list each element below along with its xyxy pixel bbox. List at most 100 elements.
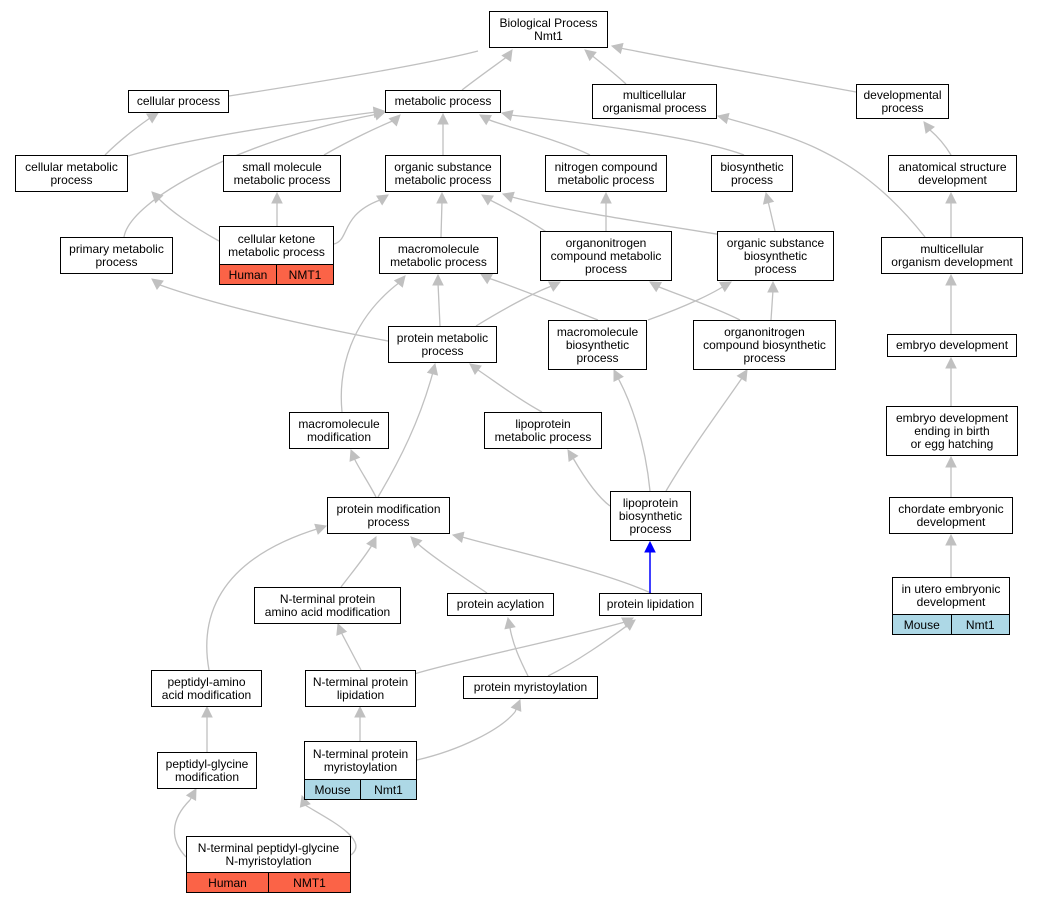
node-label: organic substance metabolic process (394, 159, 492, 187)
arrowhead (945, 273, 957, 286)
node-label: N-terminal protein amino acid modificati… (264, 591, 391, 619)
arrowhead (945, 455, 957, 468)
arrowhead (613, 369, 624, 382)
node-organic-substance-metabolic-process[interactable]: organic substance metabolic process (385, 155, 501, 192)
edge (440, 200, 443, 238)
node-multicellular-organism-development[interactable]: multicellular organism development (881, 237, 1023, 274)
arrowhead (736, 369, 748, 382)
arrowhead (945, 356, 957, 369)
arrowhead (480, 273, 493, 285)
node-lipoprotein-metabolic-process[interactable]: lipoprotein metabolic process (484, 412, 602, 449)
node-embryo-development-ending[interactable]: embryo development ending in birth or eg… (886, 406, 1018, 456)
node-developmental-process[interactable]: developmental process (856, 84, 949, 119)
node-anatomical-structure-development[interactable]: anatomical structure development (888, 155, 1017, 192)
edge (340, 544, 373, 588)
arrowhead (146, 112, 159, 124)
node-protein-modification-process[interactable]: protein modification process (327, 497, 450, 534)
edge (725, 117, 926, 238)
edge (354, 459, 377, 498)
arrowhead (469, 363, 482, 375)
arrowhead (388, 114, 401, 127)
arrowhead (437, 112, 449, 125)
arrowhead (501, 191, 515, 203)
edge (437, 282, 441, 327)
node-label: multicellular organismal process (602, 87, 707, 115)
node-peptidyl-glycine-modification[interactable]: peptidyl-glycine modification (157, 752, 257, 789)
node-cellular-process[interactable]: cellular process (128, 90, 229, 113)
edge (477, 369, 543, 413)
node-macromolecule-modification[interactable]: macromolecule modification (289, 412, 389, 449)
node-lipoprotein-biosynthetic-process[interactable]: lipoprotein biosynthetic process (610, 491, 691, 541)
edge (416, 542, 488, 594)
node-label: macromolecule modification (298, 416, 380, 444)
gene-tag: Nmt1 (360, 780, 416, 799)
node-macromolecule-biosynthetic-process[interactable]: macromolecule biosynthetic process (548, 320, 647, 370)
edge (104, 117, 151, 156)
arrowhead (314, 523, 328, 535)
arrowhead (354, 705, 366, 718)
edge (619, 47, 857, 93)
node-peptidyl-amino-acid-modification[interactable]: peptidyl-amino acid modification (151, 670, 262, 707)
arrowhead (336, 622, 348, 636)
node-protein-metabolic-process[interactable]: protein metabolic process (388, 326, 497, 363)
node-protein-myristoylation[interactable]: protein myristoylation (463, 676, 598, 699)
node-n-terminal-peptidyl-glycine-n-myristoylation[interactable]: N-terminal peptidyl-glycine N-myristoyla… (186, 836, 351, 893)
species-tag: Mouse (314, 782, 351, 797)
node-root[interactable]: Biological Process Nmt1 (489, 11, 608, 48)
node-label: lipoprotein biosynthetic process (618, 495, 683, 536)
edge (589, 53, 627, 85)
species-tag: Human (208, 875, 247, 890)
arrowhead (410, 536, 423, 549)
node-metabolic-process[interactable]: metabolic process (385, 90, 501, 113)
node-organonitrogen-compound-biosynthetic-process[interactable]: organonitrogen compound biosynthetic pro… (693, 320, 836, 370)
arrowhead (644, 540, 656, 553)
node-organonitrogen-compound-metabolic-process[interactable]: organonitrogen compound metabolic proces… (540, 231, 672, 281)
node-biosynthetic-process[interactable]: biosynthetic process (711, 155, 793, 192)
arrowhead (479, 114, 492, 126)
node-label: peptidyl-amino acid modification (161, 674, 252, 702)
node-nitrogen-compound-metabolic-process[interactable]: nitrogen compound metabolic process (545, 155, 667, 192)
node-cellular-metabolic-process[interactable]: cellular metabolic process (15, 155, 128, 192)
edge (416, 711, 516, 761)
arrowhead (451, 531, 465, 543)
node-multicellular-organismal-process[interactable]: multicellular organismal process (592, 84, 717, 119)
species-tag: Mouse (903, 617, 940, 632)
edge (929, 129, 952, 156)
edge (767, 200, 776, 232)
arrowhead (504, 616, 516, 630)
arrowhead (432, 273, 444, 286)
node-embryo-development[interactable]: embryo development (887, 334, 1017, 357)
node-small-molecule-metabolic-process[interactable]: small molecule metabolic process (223, 155, 341, 192)
node-macromolecule-metabolic-process[interactable]: macromolecule metabolic process (379, 237, 498, 274)
arrowhead (366, 536, 377, 549)
edge (509, 114, 745, 156)
edge (547, 624, 629, 677)
edge (228, 50, 479, 97)
edge (647, 285, 725, 321)
node-chordate-embryonic-development[interactable]: chordate embryonic development (889, 497, 1013, 534)
edge (340, 631, 362, 671)
node-organic-substance-biosynthetic-process[interactable]: organic substance biosynthetic process (717, 231, 834, 281)
node-label: multicellular organism development (891, 241, 1013, 269)
node-n-terminal-protein-amino-acid-modification[interactable]: N-terminal protein amino acid modificati… (254, 587, 401, 624)
node-label: organonitrogen compound biosynthetic pro… (703, 324, 826, 365)
node-label: lipoprotein metabolic process (494, 416, 592, 444)
arrowhead (923, 121, 935, 134)
node-protein-acylation[interactable]: protein acylation (447, 593, 554, 616)
edge (127, 111, 377, 157)
node-protein-lipidation[interactable]: protein lipidation (599, 593, 702, 616)
node-n-terminal-protein-lipidation[interactable]: N-terminal protein lipidation (305, 670, 416, 707)
species-gene-tags: Mouse Nmt1 (305, 779, 416, 799)
arrowhead (376, 194, 389, 206)
node-label: protein lipidation (606, 597, 695, 611)
arrowhead (426, 362, 439, 376)
node-primary-metabolic-process[interactable]: primary metabolic process (60, 237, 173, 274)
edge (323, 119, 396, 156)
arrowhead (719, 281, 732, 293)
node-label: protein metabolic process (396, 330, 489, 358)
node-label: chordate embryonic development (898, 501, 1004, 529)
